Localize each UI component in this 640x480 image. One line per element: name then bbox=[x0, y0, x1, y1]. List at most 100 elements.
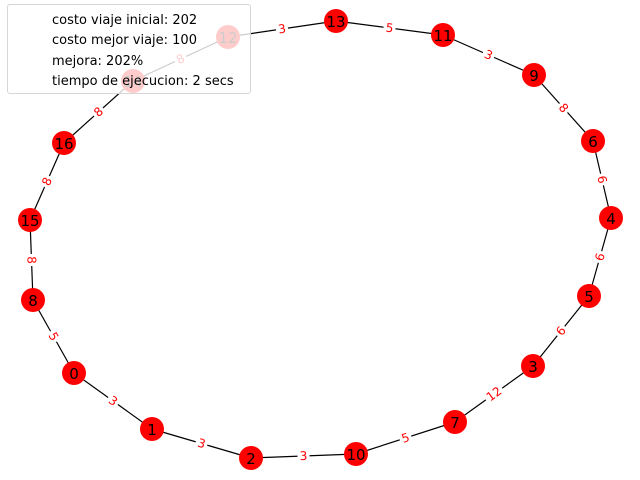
node-label: 4 bbox=[606, 210, 616, 228]
node-label: 3 bbox=[528, 358, 538, 376]
edge-weight-label: 5 bbox=[385, 21, 394, 36]
node-3: 3 bbox=[521, 354, 545, 378]
node-circle bbox=[344, 442, 368, 466]
edge-label-group: 3 bbox=[297, 447, 310, 465]
legend-swatch bbox=[16, 16, 44, 24]
edge-weight-label: 5 bbox=[400, 430, 412, 446]
edge-label-background bbox=[382, 19, 397, 37]
edge-label-group: 6 bbox=[592, 171, 612, 188]
node-label: 9 bbox=[529, 67, 539, 85]
edge-label-group: 12 bbox=[481, 381, 507, 407]
node-label: 5 bbox=[584, 288, 594, 306]
edge-weight-label: 6 bbox=[594, 174, 609, 185]
node-circle bbox=[52, 131, 76, 155]
edge-label-background bbox=[590, 249, 610, 265]
edge-label-group: 8 bbox=[553, 98, 574, 118]
legend-runtime: tiempo de ejecucion: 2 secs bbox=[52, 74, 234, 90]
node-circle bbox=[443, 410, 467, 434]
node-label: 10 bbox=[346, 446, 365, 464]
nodes-layer: 131196453710210815161412 bbox=[18, 9, 623, 470]
node-circle bbox=[324, 9, 348, 33]
node-label: 7 bbox=[450, 414, 460, 432]
edge-label-background bbox=[397, 428, 414, 448]
legend-item: costo viaje inicial: 202 bbox=[8, 10, 250, 31]
edge-label-group: 6 bbox=[551, 321, 571, 341]
node-7: 7 bbox=[443, 410, 467, 434]
legend-initial-cost: costo viaje inicial: 202 bbox=[52, 12, 198, 28]
node-label: 15 bbox=[20, 212, 39, 230]
edge-label-background bbox=[23, 253, 40, 267]
edge-label-background bbox=[103, 391, 123, 411]
legend-item: mejora: 202% bbox=[8, 51, 250, 72]
node-4: 4 bbox=[599, 206, 623, 230]
legend-item: costo mejor viaje: 100 bbox=[8, 31, 250, 52]
node-label: 16 bbox=[54, 135, 73, 153]
node-6: 6 bbox=[581, 129, 605, 153]
legend-item: tiempo de ejecucion: 2 secs bbox=[8, 72, 250, 93]
legend-swatch bbox=[16, 78, 44, 86]
node-label: 8 bbox=[28, 292, 38, 310]
node-label: 6 bbox=[588, 133, 598, 151]
node-label: 13 bbox=[326, 13, 345, 31]
edge-weight-label: 3 bbox=[196, 436, 207, 452]
legend-improvement: mejora: 202% bbox=[52, 53, 144, 69]
edge-weight-label: 3 bbox=[299, 449, 307, 463]
node-label: 1 bbox=[147, 421, 157, 439]
node-11: 11 bbox=[431, 23, 455, 47]
legend-best-cost: costo mejor viaje: 100 bbox=[52, 33, 197, 49]
edge-label-background bbox=[43, 327, 64, 346]
node-10: 10 bbox=[344, 442, 368, 466]
edge-weight-label: 6 bbox=[592, 251, 608, 262]
edge-label-group: 3 bbox=[103, 391, 123, 411]
edge-weight-label: 3 bbox=[277, 22, 287, 37]
edge-label-group: 8 bbox=[23, 253, 40, 267]
node-5: 5 bbox=[577, 284, 601, 308]
edge-weight-label: 8 bbox=[24, 256, 38, 264]
edge-label-background bbox=[551, 321, 571, 341]
edge-label-group: 5 bbox=[43, 327, 64, 346]
edge-label-group: 6 bbox=[590, 249, 610, 265]
node-circle bbox=[18, 208, 42, 232]
edge-label-group: 3 bbox=[193, 434, 210, 453]
node-2: 2 bbox=[239, 446, 263, 470]
node-15: 15 bbox=[18, 208, 42, 232]
node-circle bbox=[239, 446, 263, 470]
node-circle bbox=[581, 129, 605, 153]
edge-label-group: 8 bbox=[88, 102, 109, 122]
edge-label-background bbox=[297, 447, 310, 465]
node-circle bbox=[140, 417, 164, 441]
node-label: 0 bbox=[69, 365, 79, 383]
node-label: 11 bbox=[433, 27, 452, 45]
node-0: 0 bbox=[62, 361, 86, 385]
edge-label-background bbox=[88, 102, 109, 122]
node-circle bbox=[21, 288, 45, 312]
legend-swatch bbox=[16, 57, 44, 65]
node-circle bbox=[521, 354, 545, 378]
node-circle bbox=[62, 361, 86, 385]
edge-label-background bbox=[553, 98, 574, 118]
edge-label-background bbox=[193, 434, 210, 453]
edge-label-background bbox=[481, 381, 507, 407]
edge-label-group: 5 bbox=[382, 19, 397, 37]
edge-label-background bbox=[37, 172, 57, 191]
edge-label-group: 5 bbox=[397, 428, 414, 448]
node-label: 2 bbox=[246, 450, 256, 468]
node-9: 9 bbox=[522, 63, 546, 87]
node-circle bbox=[577, 284, 601, 308]
node-circle bbox=[599, 206, 623, 230]
node-8: 8 bbox=[21, 288, 45, 312]
edge-label-group: 3 bbox=[274, 20, 290, 38]
edge-label-group: 8 bbox=[37, 172, 57, 191]
node-circle bbox=[431, 23, 455, 47]
edge-label-group: 3 bbox=[479, 45, 498, 65]
edge-label-background bbox=[479, 45, 498, 65]
edge-labels-layer: 353866612533358888 bbox=[23, 19, 612, 465]
edge-label-background bbox=[592, 171, 612, 188]
legend-swatch bbox=[16, 37, 44, 45]
node-16: 16 bbox=[52, 131, 76, 155]
node-1: 1 bbox=[140, 417, 164, 441]
edge-label-background bbox=[274, 20, 290, 38]
node-13: 13 bbox=[324, 9, 348, 33]
legend: costo viaje inicial: 202 costo mejor via… bbox=[7, 4, 251, 94]
